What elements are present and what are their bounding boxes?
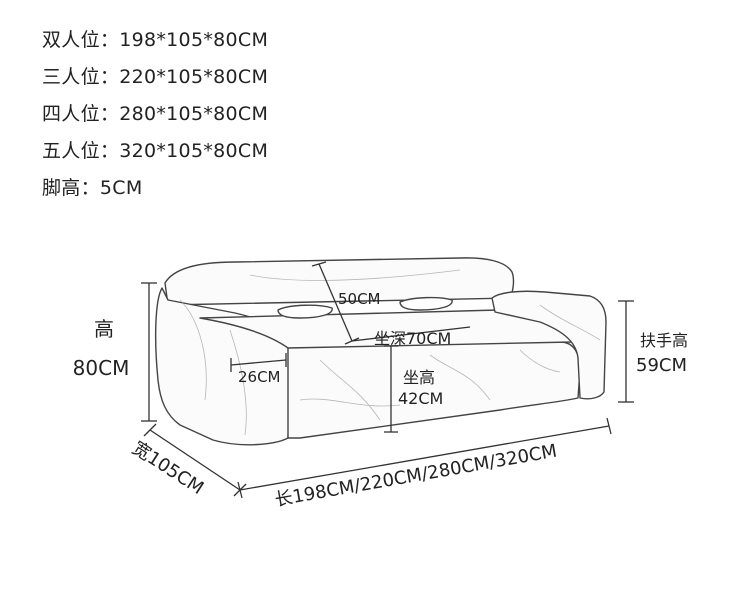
spec-row-two-seat: 双人位：198*105*80CM xyxy=(42,22,268,59)
spec-row-four-seat: 四人位：280*105*80CM xyxy=(42,96,268,133)
spec-value: 220*105*80CM xyxy=(119,66,269,88)
back-height-label: 50CM xyxy=(338,290,381,308)
seat-height-dimension xyxy=(384,345,398,433)
spec-value: 280*105*80CM xyxy=(119,103,269,125)
height-dimension xyxy=(141,282,157,422)
armrest-height-dimension xyxy=(618,300,634,403)
length-label: 长198CM/220CM/280CM/320CM xyxy=(273,441,558,511)
sofa-seat-front xyxy=(287,341,581,439)
sofa-right-arm xyxy=(491,290,607,400)
spec-value: 198*105*80CM xyxy=(119,29,269,51)
seat-depth-dimension xyxy=(351,326,471,342)
armrest-width-label: 26CM xyxy=(238,368,281,386)
spec-label: 双人位： xyxy=(42,29,120,51)
sofa-texture xyxy=(179,269,601,436)
spec-row-three-seat: 三人位：220*105*80CM xyxy=(42,59,268,96)
spec-row-foot-height: 脚高：5CM xyxy=(42,170,268,207)
sofa-cushion-right xyxy=(399,296,453,311)
spec-label: 五人位： xyxy=(42,140,120,162)
sofa-left-arm xyxy=(154,287,293,446)
spec-label: 脚高： xyxy=(42,177,100,199)
seat-height-title: 坐高 xyxy=(403,368,435,387)
sofa-cushion-left xyxy=(277,304,333,319)
armrest-height-value: 59CM xyxy=(636,355,687,376)
seat-height-value: 42CM xyxy=(398,389,443,408)
spec-value: 320*105*80CM xyxy=(119,140,269,162)
height-title: 高 xyxy=(94,317,114,341)
sofa-back xyxy=(164,257,515,306)
armrest-width-dimension xyxy=(230,353,287,372)
height-value: 80CM xyxy=(73,356,130,380)
seat-depth-label: 坐深70CM xyxy=(374,329,451,348)
armrest-height-title: 扶手高 xyxy=(640,331,688,350)
spec-label: 三人位： xyxy=(42,66,120,88)
width-label: 宽105CM xyxy=(128,438,207,499)
spec-row-five-seat: 五人位：320*105*80CM xyxy=(42,133,268,170)
spec-label: 四人位： xyxy=(42,103,120,125)
sofa-illustration xyxy=(154,257,607,446)
spec-value: 5CM xyxy=(99,177,143,199)
length-dimension xyxy=(237,417,612,499)
spec-list: 双人位：198*105*80CM 三人位：220*105*80CM 四人位：28… xyxy=(42,22,268,207)
